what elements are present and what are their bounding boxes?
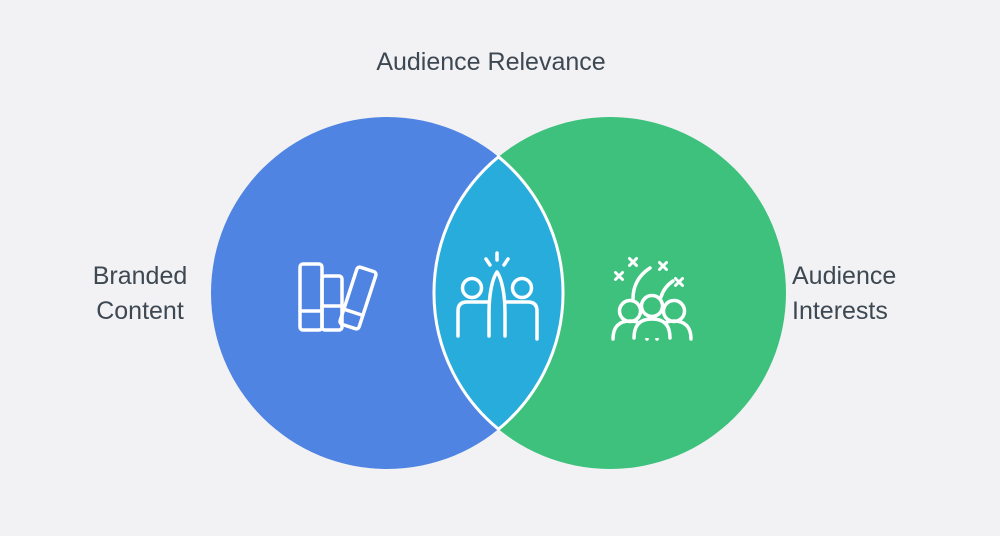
diagram-title: Audience Relevance [376, 48, 606, 76]
right-circle-label: Audience Interests [792, 262, 897, 325]
high-five-icon [456, 251, 539, 341]
celebration-crowd-icon [611, 257, 693, 341]
overlap-lens [432, 155, 565, 431]
left-circle-label: Branded Content [92, 262, 188, 325]
books-icon [298, 262, 378, 332]
